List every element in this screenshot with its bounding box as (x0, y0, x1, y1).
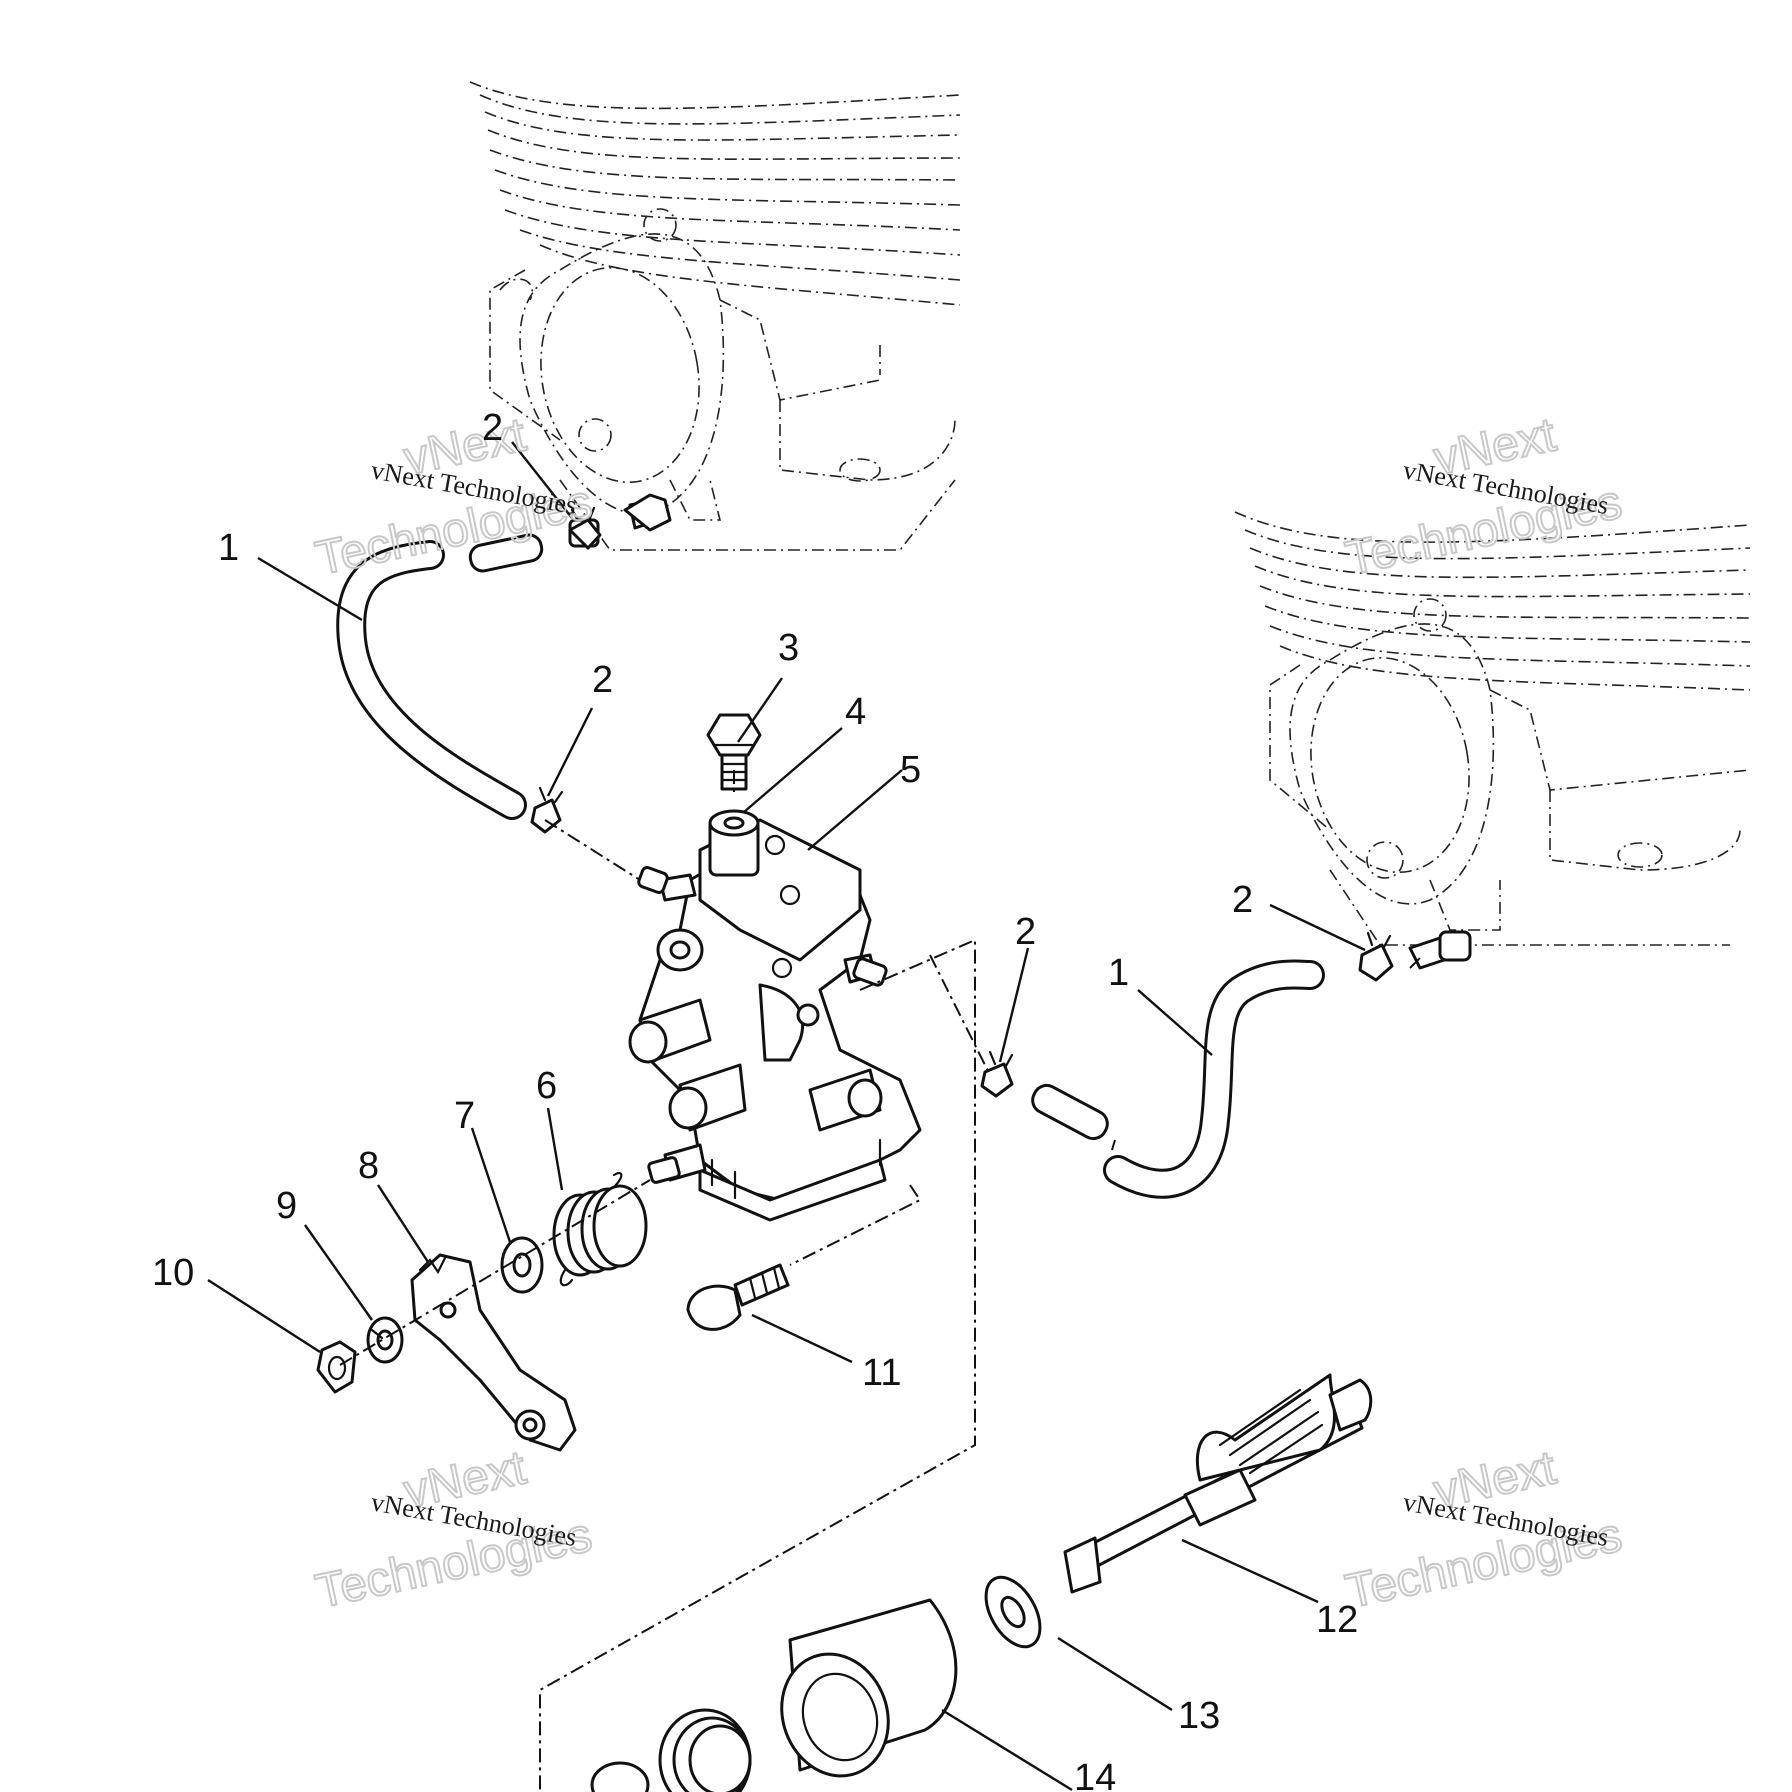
oil-hose-right (1031, 959, 1325, 1199)
callout-8: 8 (358, 1145, 379, 1187)
callout-10: 10 (152, 1252, 194, 1294)
hose-clamp-right (1358, 930, 1472, 982)
pump-mounting-bolt (686, 1263, 790, 1331)
callout-2-left: 2 (592, 659, 613, 701)
callout-9: 9 (276, 1185, 297, 1227)
callout-2-middle: 2 (1015, 911, 1036, 953)
callout-2-right: 2 (1232, 879, 1253, 921)
lever-nut (316, 1340, 357, 1394)
callout-13: 13 (1178, 1695, 1220, 1737)
shaft-seal (590, 1708, 752, 1792)
banjo-bolt (706, 713, 762, 791)
return-spring (552, 1171, 648, 1287)
watermark-bottom-right: vNext Technologies vNext Technologies (1340, 1440, 1627, 1619)
oil-pump-body (628, 809, 922, 1222)
callout-labels: 1 2 2 3 4 5 2 2 1 6 7 8 9 10 11 12 13 14 (152, 407, 1358, 1792)
shaft-sleeve (780, 1598, 958, 1778)
hose-clamp-middle-right (980, 1050, 1014, 1098)
hose-clamp-top (568, 506, 602, 550)
leader-lines (207, 441, 1366, 1792)
callout-3: 3 (778, 627, 799, 669)
watermark-bottom-left: vNext Technologies vNext Technologies (310, 1440, 597, 1619)
callout-1-right: 1 (1108, 952, 1129, 994)
engine-cylinder-top (469, 81, 961, 551)
hose-clamp-middle-left (530, 786, 564, 834)
shaft-washer (984, 1575, 1042, 1649)
engine-cylinder-right (1234, 511, 1751, 946)
callout-1-left: 1 (218, 527, 239, 569)
callout-6: 6 (536, 1065, 557, 1107)
callout-7: 7 (454, 1095, 475, 1137)
callout-4: 4 (845, 691, 866, 733)
oil-hose-left (336, 533, 544, 820)
lock-washer (366, 1316, 404, 1364)
callout-2-top: 2 (482, 407, 503, 449)
callout-5: 5 (900, 749, 921, 791)
callout-11: 11 (862, 1352, 901, 1394)
callout-12: 12 (1316, 1599, 1358, 1641)
pump-drive-shaft-gear (1063, 1373, 1373, 1594)
alignment-lines (339, 770, 1421, 1792)
watermark-top-right: vNext Technologies vNext Technologies (1340, 407, 1627, 586)
pump-control-lever (410, 1253, 577, 1452)
callout-14: 14 (1074, 1757, 1116, 1792)
